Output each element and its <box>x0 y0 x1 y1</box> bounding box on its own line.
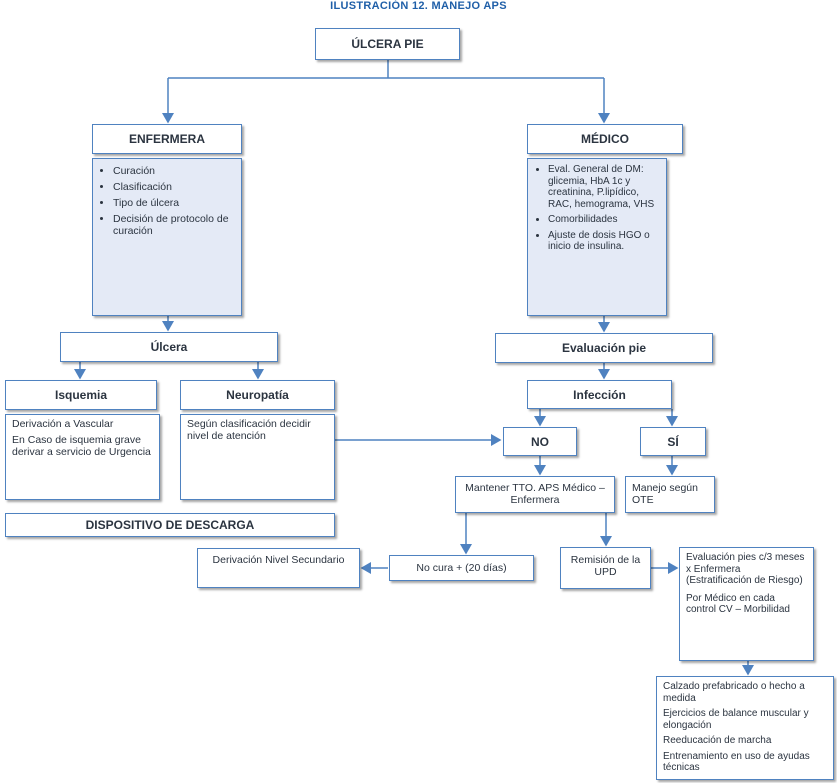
isquemia-text-2: En Caso de isquemia grave derivar a serv… <box>12 434 151 458</box>
enfermera-task-item: Clasificación <box>113 181 235 193</box>
mantener-label: Mantener TTO. APS Médico – Enfermera <box>465 482 605 506</box>
evaluacion-pies-node: Evaluación pies c/3 meses x Enfermera (E… <box>679 547 814 661</box>
ulcera-pie-label: ÚLCERA PIE <box>351 37 424 51</box>
recomendacion-item: Calzado prefabricado o hecho a medida <box>663 681 805 704</box>
infeccion-label: Infección <box>573 387 626 402</box>
isquemia-text-box: Derivación a Vascular En Caso de isquemi… <box>5 414 160 500</box>
ulcera-node: Úlcera <box>60 332 278 362</box>
neuropatia-label: Neuropatía <box>226 388 289 402</box>
remision-node: Remisión de la UPD <box>560 547 651 589</box>
neuropatia-text-box: Según clasificación decidir nivel de ate… <box>180 414 335 500</box>
derivacion-nivel-label: Derivación Nivel Secundario <box>212 554 345 566</box>
evaluacion-pies-text-1: Evaluación pies c/3 meses x Enfermera (E… <box>686 552 805 586</box>
isquemia-label: Isquemia <box>54 388 108 402</box>
recomendaciones-node: Calzado prefabricado o hecho a medida Ej… <box>656 676 834 780</box>
medico-task-item: Eval. General de DM: glicemia, HbA 1c y … <box>548 164 660 210</box>
mantener-node: Mantener TTO. APS Médico – Enfermera <box>455 476 615 513</box>
manejo-label: Manejo según OTE <box>632 482 698 506</box>
diagram-title: ILUSTRACIÓN 12. MANEJO APS <box>330 0 507 12</box>
no-node: NO <box>503 427 577 456</box>
medico-task-item: Comorbilidades <box>548 214 660 226</box>
medico-label: MÉDICO <box>581 132 629 146</box>
isquemia-node: Isquemia <box>5 380 157 410</box>
evaluacion-pie-label: Evaluación pie <box>561 341 647 355</box>
si-label: SÍ <box>667 434 679 449</box>
manejo-node: Manejo según OTE <box>625 476 715 513</box>
no-cura-node: No cura + (20 días) <box>389 555 534 581</box>
enfermera-node: ENFERMERA <box>92 124 242 154</box>
evaluacion-pie-node: Evaluación pie <box>495 333 713 363</box>
si-node: SÍ <box>640 427 706 456</box>
medico-tasks: Eval. General de DM: glicemia, HbA 1c y … <box>527 158 667 316</box>
dispositivo-node: DISPOSITIVO DE DESCARGA <box>5 513 335 537</box>
enfermera-tasks: Curación Clasificación Tipo de úlcera De… <box>92 158 242 316</box>
dispositivo-label: DISPOSITIVO DE DESCARGA <box>85 518 255 532</box>
medico-node: MÉDICO <box>527 124 683 154</box>
infeccion-node: Infección <box>527 380 672 409</box>
neuropatia-text: Según clasificación decidir nivel de ate… <box>187 418 311 442</box>
recomendacion-item: Reeducación de marcha <box>663 735 772 746</box>
derivacion-nivel-node: Derivación Nivel Secundario <box>197 548 360 588</box>
remision-label: Remisión de la UPD <box>570 554 641 578</box>
enfermera-task-item: Decisión de protocolo de curación <box>113 213 235 237</box>
enfermera-task-item: Curación <box>113 165 235 177</box>
isquemia-text-1: Derivación a Vascular <box>12 418 114 430</box>
ulcera-label: Úlcera <box>150 340 188 354</box>
recomendacion-item: Ejercicios de balance muscular y elongac… <box>663 708 809 731</box>
neuropatia-node: Neuropatía <box>180 380 335 410</box>
evaluacion-pies-text-2: Por Médico en cada control CV – Morbilid… <box>686 592 790 616</box>
no-label: NO <box>531 434 549 449</box>
medico-task-item: Ajuste de dosis HGO o inicio de insulina… <box>548 230 660 253</box>
no-cura-label: No cura + (20 días) <box>416 562 507 574</box>
enfermera-label: ENFERMERA <box>128 132 205 146</box>
ulcera-pie-node: ÚLCERA PIE <box>315 28 460 60</box>
enfermera-task-item: Tipo de úlcera <box>113 197 235 209</box>
recomendacion-item: Entrenamiento en uso de ayudas técnicas <box>663 750 810 774</box>
